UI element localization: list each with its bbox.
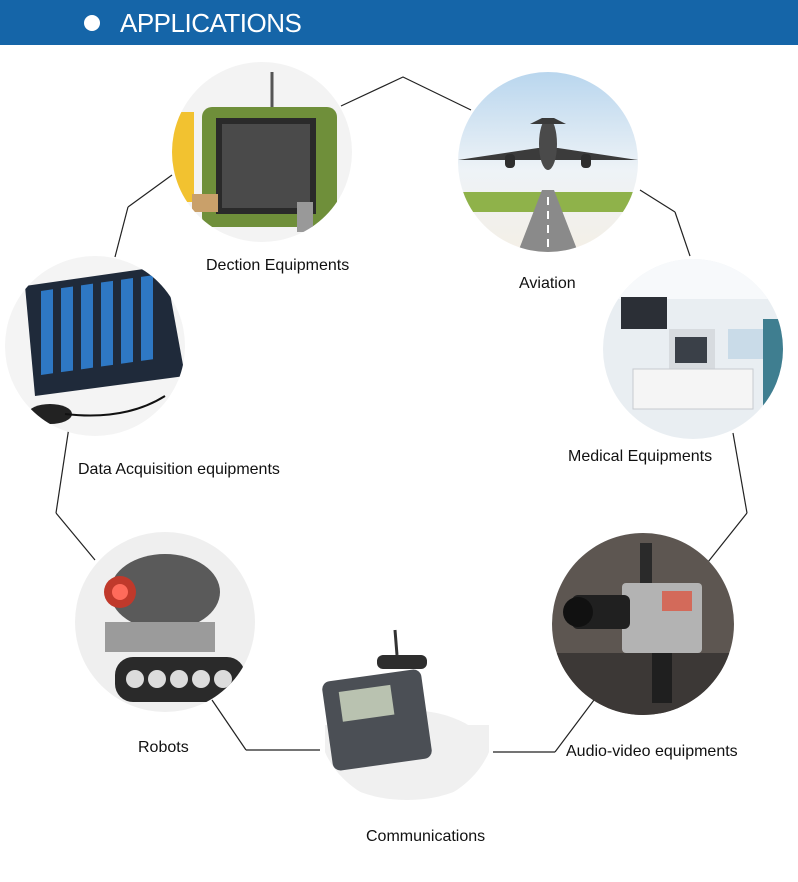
label-audio-video: Audio-video equipments <box>566 743 738 760</box>
bullet-icon <box>84 15 100 31</box>
label-robots: Robots <box>138 739 189 756</box>
data-acquisition-rack-image <box>5 256 185 436</box>
medical-lab-image <box>603 259 783 439</box>
film-camera-image <box>552 533 734 715</box>
robot-image <box>75 532 255 712</box>
airplane-image <box>458 72 638 252</box>
label-communications: Communications <box>366 828 486 845</box>
label-data-acquisition: Data Acquisition equipments <box>78 461 280 478</box>
label-detection: Dection Equipments <box>206 257 350 274</box>
header-bar: APPLICATIONS <box>0 0 798 45</box>
handset-device-image <box>317 625 497 805</box>
label-medical: Medical Equipments <box>568 448 713 465</box>
detection-device-image <box>172 62 352 242</box>
label-aviation: Aviation <box>519 275 576 292</box>
page-title: APPLICATIONS <box>120 8 302 38</box>
